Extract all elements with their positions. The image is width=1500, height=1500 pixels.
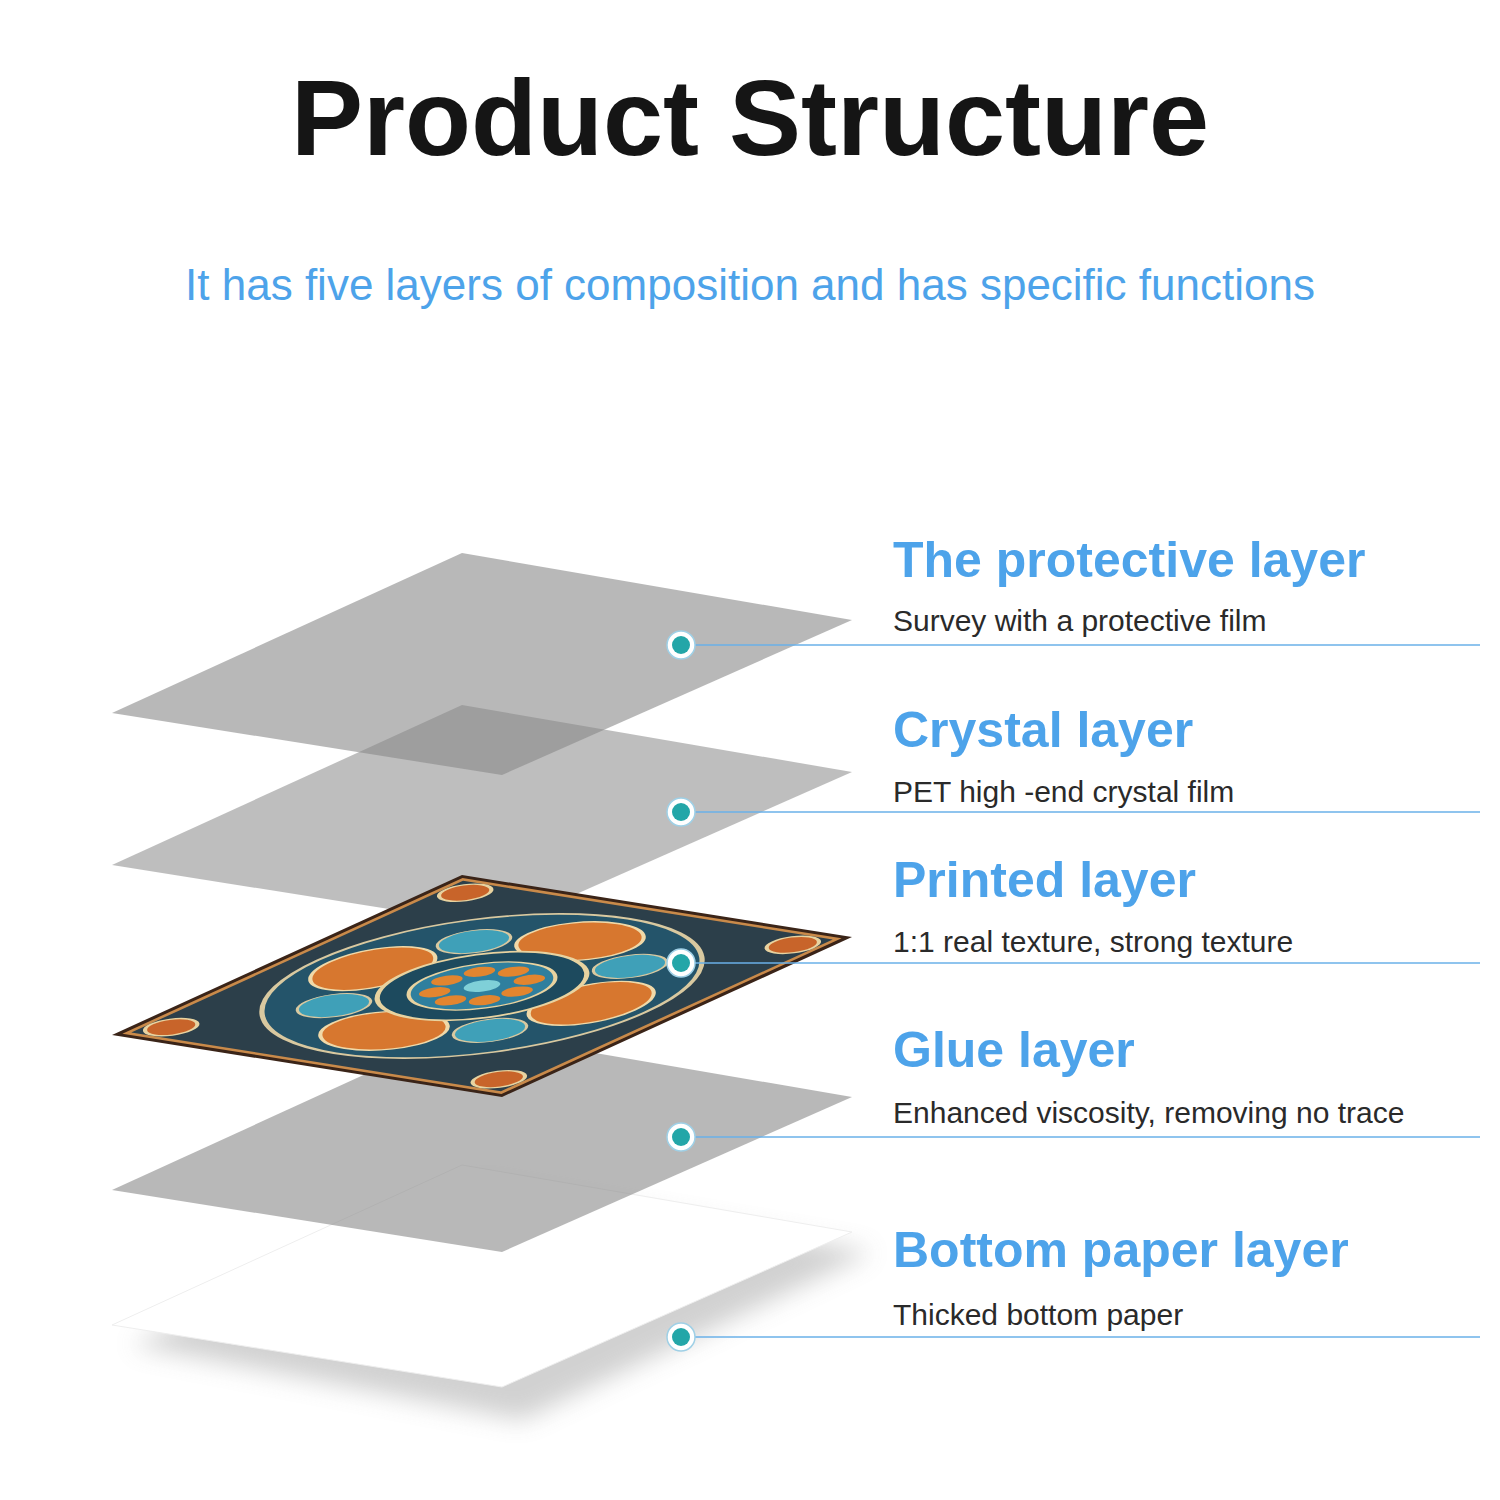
page-title: Product Structure [291,59,1209,178]
layer-description: 1:1 real texture, strong texture [893,927,1293,957]
layer-heading: Glue layer [893,1025,1135,1075]
layer-heading: Bottom paper layer [893,1225,1349,1275]
layer-description: Survey with a protective film [893,606,1266,636]
protective-sheet [112,553,852,775]
layer-heading: Printed layer [893,855,1196,905]
layer-description: PET high -end crystal film [893,777,1234,807]
leader-lines [695,645,1480,1337]
layer-heading: Crystal layer [893,705,1193,755]
layer-description: Enhanced viscosity, removing no trace [893,1098,1404,1128]
leader-dots [667,631,695,1351]
subtitle: It has five layers of composition and ha… [185,263,1315,307]
layer-description: Thicked bottom paper [893,1300,1183,1330]
layer-heading: The protective layer [893,535,1365,585]
printed-tile [112,875,852,1097]
